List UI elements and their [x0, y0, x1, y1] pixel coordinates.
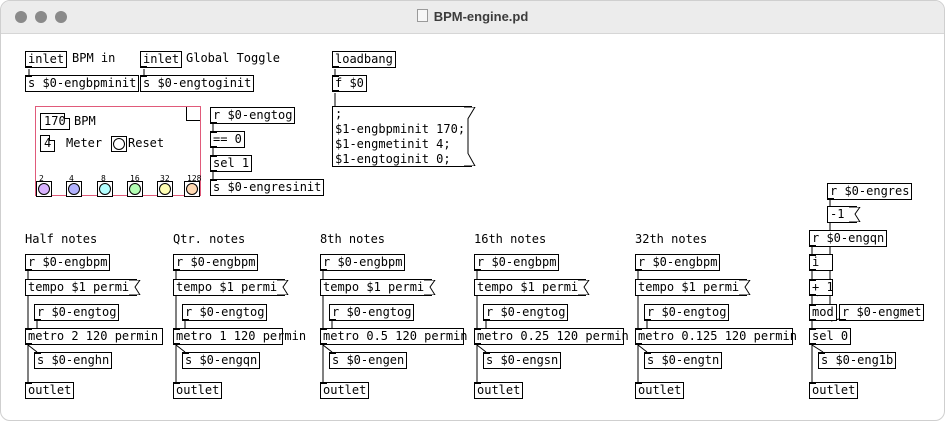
init-message-box[interactable]: ; $1-engbpminit 170; $1-engmetinit 4; $1…	[332, 106, 476, 167]
outlet-counter[interactable]: outlet	[809, 382, 859, 399]
message-line-1: ;	[335, 107, 343, 121]
send-note-2[interactable]: s $0-engen	[329, 352, 408, 369]
send-eng1b[interactable]: s $0-eng1b	[818, 352, 897, 369]
int-object[interactable]: i	[809, 254, 833, 271]
metro-object-2[interactable]: metro 0.5 120 permin	[320, 328, 468, 345]
send-toggle-init[interactable]: s $0-engtoginit	[140, 75, 255, 92]
outlet-0[interactable]: outlet	[25, 382, 75, 399]
equals-zero-object[interactable]: == 0	[210, 131, 245, 148]
bang-label-128: 128	[187, 174, 202, 183]
bang-128[interactable]	[184, 181, 200, 197]
graph-on-parent-panel: 170 BPM 4 Meter Reset 2 4 8 16 32 128	[35, 106, 202, 197]
bpm-label: BPM	[74, 114, 96, 128]
window-title: BPM-engine.pd	[1, 9, 944, 24]
metro-object-0[interactable]: metro 2 120 permin	[25, 328, 163, 345]
receive-engmet[interactable]: r $0-engmet	[839, 304, 925, 321]
select-one-object[interactable]: sel 1	[210, 155, 253, 172]
receive-engres[interactable]: r $0-engres	[827, 183, 913, 200]
bang-half-notes[interactable]	[36, 181, 52, 197]
receive-engbpm-2[interactable]: r $0-engbpm	[320, 254, 406, 271]
receive-engbpm-3[interactable]: r $0-engbpm	[474, 254, 560, 271]
bang-thirtysecond-notes[interactable]	[157, 181, 173, 197]
reset-label: Reset	[128, 136, 165, 150]
receive-engtog-2[interactable]: r $0-engtog	[329, 304, 415, 321]
tempo-message-3[interactable]: tempo $1 permin	[474, 279, 590, 296]
bang-label-8: 8	[101, 174, 106, 183]
bang-label-16: 16	[130, 174, 140, 183]
inlet-bpm[interactable]: inlet	[25, 51, 68, 68]
loadbang-object[interactable]: loadbang	[332, 51, 396, 68]
meter-label: Meter	[66, 136, 103, 150]
receive-engbpm-4[interactable]: r $0-engbpm	[635, 254, 721, 271]
outlet-1[interactable]: outlet	[173, 382, 223, 399]
minus-one-text: -1	[830, 207, 845, 221]
comment-bpm-in: BPM in	[72, 51, 116, 65]
receive-engtog-3[interactable]: r $0-engtog	[483, 304, 569, 321]
title-bar: BPM-engine.pd	[1, 1, 944, 34]
metro-object-1[interactable]: metro 1 120 permin	[173, 328, 306, 345]
column-heading-4: 32th notes	[635, 232, 708, 246]
patch-connections	[27, 69, 840, 382]
close-window-button[interactable]	[15, 11, 27, 23]
meter-number-box[interactable]: 4	[40, 135, 56, 152]
tempo-message-2[interactable]: tempo $1 permin	[320, 279, 436, 296]
receive-engbpm-1[interactable]: r $0-engbpm	[173, 254, 259, 271]
tempo-message-0[interactable]: tempo $1 permin	[25, 279, 141, 296]
select-zero-object[interactable]: sel 0	[809, 328, 852, 345]
send-bpm-init[interactable]: s $0-engbpminit	[25, 75, 140, 92]
outlet-4[interactable]: outlet	[635, 382, 685, 399]
bang-label-2: 2	[39, 174, 44, 183]
tempo-message-4[interactable]: tempo $1 permin	[635, 279, 751, 296]
send-note-4[interactable]: s $0-engtn	[644, 352, 723, 369]
column-heading-1: Qtr. notes	[173, 232, 246, 246]
receive-engtog-0[interactable]: r $0-engtog	[34, 304, 120, 321]
zoom-window-button[interactable]	[55, 11, 67, 23]
message-line-3: $1-engmetinit 4;	[335, 137, 451, 151]
bang-quarter-notes[interactable]	[66, 181, 82, 197]
message-line-4: $1-engtoginit 0;	[335, 152, 451, 166]
message-line-2: $1-engbpminit 170;	[335, 122, 466, 136]
send-note-3[interactable]: s $0-engsn	[483, 352, 562, 369]
metro-object-4[interactable]: metro 0.125 120 permin	[635, 328, 797, 345]
mod-object[interactable]: mod	[809, 304, 837, 321]
bang-label-4: 4	[69, 174, 74, 183]
gop-corner-marker	[186, 107, 200, 121]
tempo-message-1[interactable]: tempo $1 permin	[173, 279, 289, 296]
document-icon	[416, 9, 428, 22]
receive-engtog-4[interactable]: r $0-engtog	[644, 304, 730, 321]
outlet-2[interactable]: outlet	[320, 382, 370, 399]
minimize-window-button[interactable]	[35, 11, 47, 23]
receive-engqn[interactable]: r $0-engqn	[809, 230, 888, 247]
minus-one-message[interactable]: -1	[827, 206, 861, 223]
receive-engtog-1[interactable]: r $0-engtog	[182, 304, 268, 321]
comment-global-toggle: Global Toggle	[186, 51, 280, 65]
send-engresinit[interactable]: s $0-engresinit	[210, 179, 325, 196]
window-title-text: BPM-engine.pd	[433, 9, 529, 24]
outlet-3[interactable]: outlet	[474, 382, 524, 399]
metro-object-3[interactable]: metro 0.25 120 permin	[474, 328, 629, 345]
plus-one-object[interactable]: + 1	[809, 279, 834, 296]
send-note-0[interactable]: s $0-enghn	[34, 352, 113, 369]
column-heading-0: Half notes	[25, 232, 98, 246]
inlet-global-toggle[interactable]: inlet	[140, 51, 183, 68]
column-heading-3: 16th notes	[474, 232, 547, 246]
receive-engbpm-0[interactable]: r $0-engbpm	[25, 254, 111, 271]
bang-sixteenth-notes[interactable]	[127, 181, 143, 197]
bang-label-32: 32	[160, 174, 170, 183]
reset-bang[interactable]	[111, 136, 127, 152]
column-heading-2: 8th notes	[320, 232, 386, 246]
bang-eighth-notes[interactable]	[97, 181, 113, 197]
float-zero-object[interactable]: f $0	[332, 75, 367, 92]
send-note-1[interactable]: s $0-engqn	[182, 352, 261, 369]
bpm-number-box[interactable]: 170	[40, 113, 70, 130]
patch-canvas[interactable]: inlet BPM in inlet Global Toggle s $0-en…	[1, 34, 944, 420]
receive-engtog[interactable]: r $0-engtog	[210, 107, 296, 124]
